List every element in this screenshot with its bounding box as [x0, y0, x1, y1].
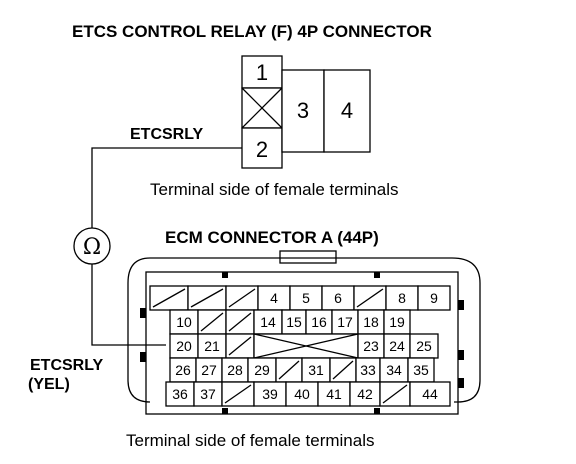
ecm-pin-39: 39 — [262, 386, 278, 402]
unused-pin-slash — [152, 288, 186, 308]
ecm-pin-26-cell — [169, 357, 197, 383]
ecm-pin-grid: 4 5 6 8 9 10 14 15 16 17 18 19 20 21 23 24 25 26 27 28 29 31 3… — [149, 285, 451, 407]
unused-pin-slash — [332, 360, 354, 380]
ecm-pin-5: 5 — [302, 290, 310, 306]
relay-pin-1-cell — [241, 55, 283, 89]
ecm-pin-20: 20 — [176, 338, 192, 354]
relay-pin-3-cell — [281, 69, 325, 153]
ecm-pin-8-cell — [385, 285, 419, 311]
ecm-pin-28: 28 — [227, 362, 243, 378]
ecm-pin-14: 14 — [260, 314, 276, 330]
ecm-pin-21-cell — [197, 333, 227, 359]
relay-caption: Terminal side of female terminals — [150, 180, 398, 199]
ecm-pin-23: 23 — [363, 338, 379, 354]
ecm-connector: 4 5 6 8 9 10 14 15 16 17 18 19 20 21 23 24 25 26 27 28 29 31 3… — [127, 250, 481, 415]
relay-pin-3: 3 — [297, 98, 309, 123]
relay-connector-title: ETCS CONTROL RELAY (F) 4P CONNECTOR — [72, 22, 432, 41]
ecm-pin-17: 17 — [337, 314, 353, 330]
ecm-pin-40-cell — [285, 381, 319, 407]
ecm-pin-9: 9 — [430, 290, 438, 306]
ecm-pin-15: 15 — [286, 314, 302, 330]
unused-pin-slash — [228, 336, 252, 356]
unused-pin-slash — [224, 384, 252, 404]
ecm-pin-36-cell — [165, 381, 195, 407]
ohm-icon: Ω — [83, 235, 101, 260]
unused-pin-slash — [228, 288, 256, 308]
test-lead-bottom — [91, 264, 166, 346]
unused-pin-slash — [278, 360, 300, 380]
test-lead-top — [91, 147, 242, 228]
ecm-pin-25: 25 — [416, 338, 432, 354]
ecm-pin-16-cell — [305, 309, 333, 335]
ecm-caption: Terminal side of female terminals — [126, 431, 374, 450]
ecm-pin-6: 6 — [334, 290, 342, 306]
ecm-pin-27-cell — [195, 357, 223, 383]
ecm-pin-4-cell — [257, 285, 291, 311]
unused-pin-slash — [356, 288, 384, 308]
ecm-pin-31: 31 — [308, 362, 324, 378]
ecm-pin-10-cell — [169, 309, 199, 335]
ecm-pin-40: 40 — [294, 386, 310, 402]
unused-pin-slash — [190, 288, 224, 308]
ecm-pin-33: 33 — [360, 362, 376, 378]
ecm-pin-26: 26 — [175, 362, 191, 378]
ecm-pin-41-cell — [317, 381, 351, 407]
relay-pin-4-cell — [323, 69, 371, 153]
unused-pin-slash — [382, 384, 408, 404]
relay-pin-2: 2 — [256, 137, 268, 162]
ecm-pin-41: 41 — [326, 386, 342, 402]
ecm-pin-24: 24 — [389, 338, 405, 354]
wire-label-top: ETCSRLY — [130, 126, 204, 143]
ecm-pin-18: 18 — [363, 314, 379, 330]
ecm-pin-36: 36 — [172, 386, 188, 402]
ecm-pin-44-cell — [409, 381, 451, 407]
ecm-pin-35: 35 — [413, 362, 429, 378]
ecm-pin-37: 37 — [200, 386, 216, 402]
relay-pin-4: 4 — [341, 98, 353, 123]
wire-color-label: (YEL) — [28, 376, 70, 393]
ecm-pin-18-cell — [357, 309, 385, 335]
ecm-connector-title: ECM CONNECTOR A (44P) — [165, 228, 379, 247]
unused-pin-slash — [200, 312, 224, 332]
ecm-pin-42-cell — [349, 381, 381, 407]
ecm-pin-4: 4 — [270, 290, 278, 306]
ecm-pin-16: 16 — [311, 314, 327, 330]
ecm-pin-9-cell — [417, 285, 451, 311]
relay-connector: 1 2 3 4 — [241, 55, 371, 169]
unused-block-cross — [253, 333, 359, 359]
ecm-pin-31-cell — [301, 357, 331, 383]
ecm-pin-29: 29 — [254, 362, 270, 378]
ecm-pin-27: 27 — [201, 362, 217, 378]
ecm-pin-44: 44 — [422, 386, 438, 402]
unused-pin-slash — [228, 312, 252, 332]
ecm-pin-10: 10 — [176, 314, 192, 330]
relay-pin-1: 1 — [256, 60, 268, 85]
ecm-pin-34: 34 — [386, 362, 402, 378]
ecm-pin-25-cell — [409, 333, 439, 359]
ecm-pin-39-cell — [253, 381, 287, 407]
ecm-pin-19: 19 — [389, 314, 405, 330]
ecm-body — [145, 271, 459, 415]
ecm-pin-42: 42 — [357, 386, 373, 402]
ecm-pin-8: 8 — [398, 290, 406, 306]
ecm-pin-21: 21 — [204, 338, 220, 354]
wire-label-bottom: ETCSRLY — [30, 357, 104, 374]
